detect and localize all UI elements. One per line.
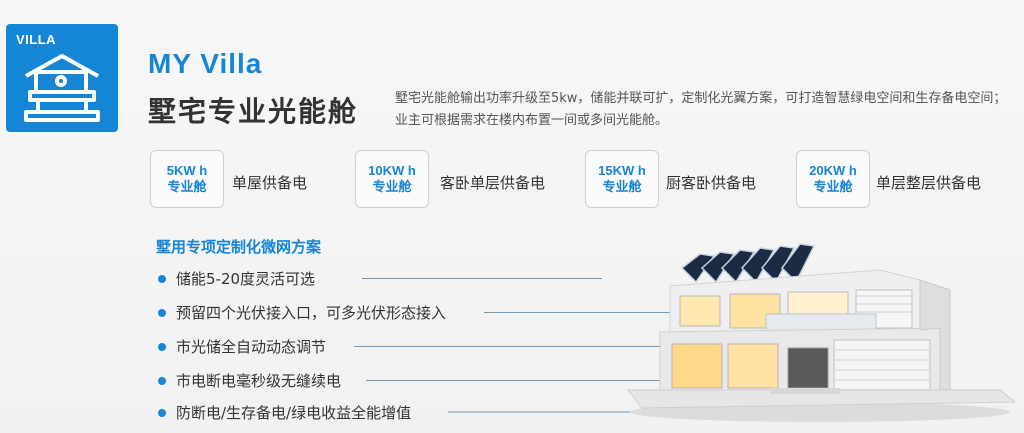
card-label: 单层整层供备电 (876, 174, 982, 192)
leader-line (366, 380, 662, 381)
product-description: 墅宅光能舱输出功率升级至5kw，储能并联可扩，定制化光翼方案，可打造智慧绿电空间… (395, 91, 1007, 128)
feature-item: 防断电/生存备电/绿电收益全能增值 (158, 402, 411, 423)
feature-text: 防断电/生存备电/绿电收益全能增值 (176, 404, 412, 422)
villa-logo: VILLA (6, 24, 118, 132)
card-label: 客卧单层供备电 (440, 174, 546, 192)
card-capacity: 20KW h (809, 163, 857, 178)
card-subtitle: 专业舱 (813, 180, 853, 195)
card-capacity: 5KW h (166, 163, 208, 178)
card-capacity: 15KW h (598, 163, 646, 178)
villa-illustration (626, 243, 1017, 422)
capacity-card-15kwh: 15KW h 专业舱 (585, 150, 659, 208)
leader-line (354, 346, 664, 347)
feature-text: 市光储全自动动态调节 (176, 338, 327, 356)
capacity-card-10kwh: 10KW h 专业舱 (355, 150, 429, 208)
page-title: 墅宅专业光能舱 (148, 95, 359, 128)
card-label: 单屋供备电 (232, 174, 308, 192)
card-subtitle: 专业舱 (372, 180, 412, 195)
bullet-dot-icon (158, 274, 166, 283)
card-subtitle: 专业舱 (167, 180, 207, 195)
bullet-dot-icon (158, 342, 166, 351)
feature-item: 市光储全自动动态调节 (158, 336, 326, 357)
leader-line (484, 312, 680, 313)
feature-text: 储能5-20度灵活可选 (176, 270, 316, 288)
card-capacity: 10KW h (368, 163, 416, 178)
capacity-card-5kwh: 5KW h 专业舱 (150, 150, 224, 208)
bullet-dot-icon (158, 308, 166, 317)
capacity-card-20kwh: 20KW h 专业舱 (796, 150, 870, 208)
card-label: 厨客卧供备电 (666, 174, 757, 192)
feature-item: 预留四个光伏接入口，可多光伏形态接入 (158, 302, 446, 323)
villa-house-icon (24, 54, 100, 122)
leader-line (362, 278, 602, 279)
bullet-dot-icon (158, 376, 166, 385)
section-title: 墅用专项定制化微网方案 (156, 238, 322, 256)
feature-item: 市电断电毫秒级无缝续电 (158, 370, 341, 391)
brand-name: MY Villa (148, 48, 263, 79)
feature-item: 储能5-20度灵活可选 (158, 268, 315, 289)
feature-text: 预留四个光伏接入口，可多光伏形态接入 (176, 304, 447, 322)
feature-text: 市电断电毫秒级无缝续电 (176, 372, 342, 390)
bullet-dot-icon (158, 408, 166, 417)
card-subtitle: 专业舱 (602, 180, 642, 195)
logo-label: VILLA (16, 32, 57, 47)
